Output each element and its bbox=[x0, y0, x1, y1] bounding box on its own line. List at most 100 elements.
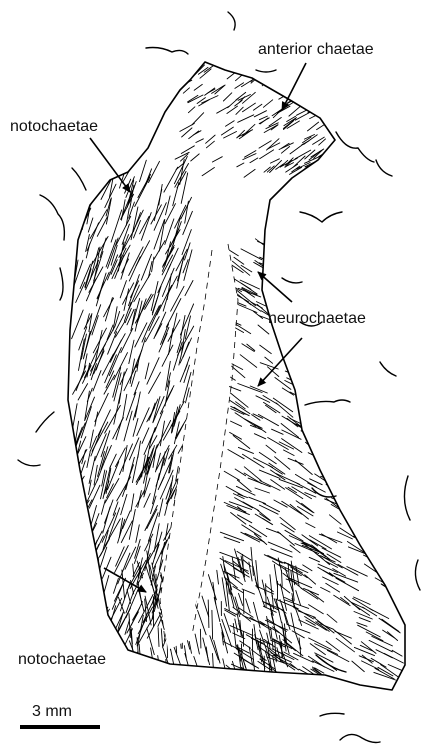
chaeta-stroke bbox=[260, 345, 272, 354]
chaeta-stroke bbox=[231, 421, 242, 426]
chaeta-stroke bbox=[137, 637, 138, 653]
chaeta-stroke bbox=[88, 584, 96, 609]
chaeta-stroke bbox=[102, 557, 111, 578]
chaeta-stroke bbox=[331, 241, 341, 249]
chaeta-stroke bbox=[239, 131, 250, 139]
chaeta-stroke bbox=[351, 269, 372, 279]
chaeta-stroke bbox=[373, 493, 394, 502]
chaeta-stroke bbox=[355, 371, 365, 376]
chaeta-stroke bbox=[369, 640, 392, 651]
chaeta-stroke bbox=[185, 316, 190, 339]
chaeta-stroke bbox=[349, 288, 371, 298]
chaeta-stroke bbox=[177, 77, 184, 82]
chaeta-stroke bbox=[312, 68, 321, 75]
chaeta-stroke bbox=[343, 468, 355, 475]
chaeta-stroke bbox=[87, 479, 98, 503]
chaeta-stroke bbox=[354, 370, 365, 378]
chaeta-stroke bbox=[263, 100, 272, 108]
chaeta-stroke bbox=[135, 392, 140, 417]
chaeta-stroke bbox=[171, 286, 184, 311]
chaeta-stroke bbox=[166, 196, 171, 215]
chaeta-stroke bbox=[298, 611, 315, 618]
chaeta-stroke bbox=[103, 530, 108, 550]
chaeta-stroke bbox=[238, 447, 253, 453]
chaeta-stroke bbox=[285, 371, 298, 376]
chaeta-stroke bbox=[121, 328, 133, 352]
chaeta-stroke bbox=[131, 309, 136, 331]
chaeta-stroke bbox=[344, 468, 367, 478]
chaeta-stroke bbox=[377, 413, 394, 426]
chaeta-stroke bbox=[166, 299, 181, 328]
chaeta-stroke bbox=[381, 235, 397, 247]
chaeta-stroke bbox=[214, 640, 220, 663]
chaeta-stroke bbox=[305, 72, 318, 83]
chaeta-stroke bbox=[235, 469, 246, 476]
chaeta-stroke bbox=[358, 484, 373, 495]
chaeta-stroke bbox=[302, 98, 310, 106]
chaeta-stroke bbox=[330, 237, 346, 242]
chaeta-stroke bbox=[274, 268, 293, 278]
chaeta-stroke bbox=[253, 602, 260, 628]
chaeta-stroke bbox=[202, 96, 218, 103]
chaeta-stroke bbox=[297, 343, 312, 356]
chaeta-stroke bbox=[333, 428, 353, 441]
chaeta-stroke bbox=[334, 595, 350, 605]
chaeta-stroke bbox=[275, 66, 290, 75]
chaeta-stroke bbox=[113, 368, 121, 398]
chaeta-stroke bbox=[127, 590, 131, 604]
chaeta-stroke bbox=[142, 428, 149, 444]
chaeta-stroke bbox=[223, 659, 226, 674]
chaeta-stroke bbox=[336, 638, 354, 652]
chaeta-stroke bbox=[193, 131, 201, 135]
chaeta-stroke bbox=[340, 247, 355, 253]
chaeta-stroke bbox=[163, 648, 170, 670]
chaeta-stroke bbox=[77, 511, 85, 538]
chaeta-stroke bbox=[354, 465, 373, 473]
chaeta-stroke bbox=[184, 250, 192, 281]
chaeta-stroke bbox=[300, 256, 323, 268]
chaeta-stroke bbox=[330, 389, 349, 398]
chaeta-stroke bbox=[306, 523, 315, 528]
chaeta-stroke bbox=[73, 505, 82, 520]
chaeta-stroke bbox=[237, 551, 251, 560]
chaeta-stroke bbox=[384, 284, 395, 289]
chaeta-stroke bbox=[290, 663, 299, 670]
chaeta-stroke bbox=[376, 435, 393, 442]
chaeta-stroke bbox=[254, 424, 266, 433]
chaeta-stroke bbox=[244, 169, 255, 177]
chaeta-stroke bbox=[149, 661, 156, 681]
chaeta-stroke bbox=[150, 403, 155, 417]
chaeta-stroke bbox=[367, 424, 386, 436]
chaeta-stroke bbox=[330, 242, 340, 251]
chaeta-stroke bbox=[194, 84, 202, 90]
chaeta-stroke bbox=[172, 313, 177, 338]
chaeta-stroke bbox=[388, 338, 404, 347]
chaeta-stroke bbox=[377, 416, 387, 420]
chaeta-stroke bbox=[203, 638, 210, 665]
chaeta-stroke bbox=[321, 440, 336, 449]
chaeta-stroke bbox=[361, 328, 381, 343]
chaeta-stroke bbox=[268, 555, 285, 563]
chaeta-stroke bbox=[138, 491, 142, 508]
chaeta-stroke bbox=[161, 629, 162, 648]
chaeta-stroke bbox=[320, 285, 331, 291]
chaeta-stroke bbox=[187, 62, 196, 68]
chaeta-stroke bbox=[183, 65, 193, 75]
chaeta-stroke bbox=[285, 381, 308, 392]
chaeta-stroke bbox=[379, 536, 394, 545]
chaeta-stroke bbox=[322, 534, 337, 543]
chaeta-stroke bbox=[315, 284, 332, 296]
chaeta-stroke bbox=[308, 590, 324, 602]
chaeta-stroke bbox=[123, 511, 131, 529]
chaeta-stroke bbox=[249, 647, 252, 665]
chaeta-stroke bbox=[336, 346, 348, 351]
chaeta-stroke bbox=[180, 124, 194, 132]
chaeta-stroke bbox=[317, 252, 335, 263]
chaeta-stroke bbox=[200, 69, 211, 78]
chaeta-stroke bbox=[251, 547, 253, 575]
chaeta-stroke bbox=[76, 282, 85, 302]
chaeta-stroke bbox=[166, 659, 167, 674]
chaeta-stroke bbox=[191, 154, 200, 161]
chaeta-stroke bbox=[289, 106, 301, 116]
chaeta-stroke bbox=[93, 607, 108, 635]
